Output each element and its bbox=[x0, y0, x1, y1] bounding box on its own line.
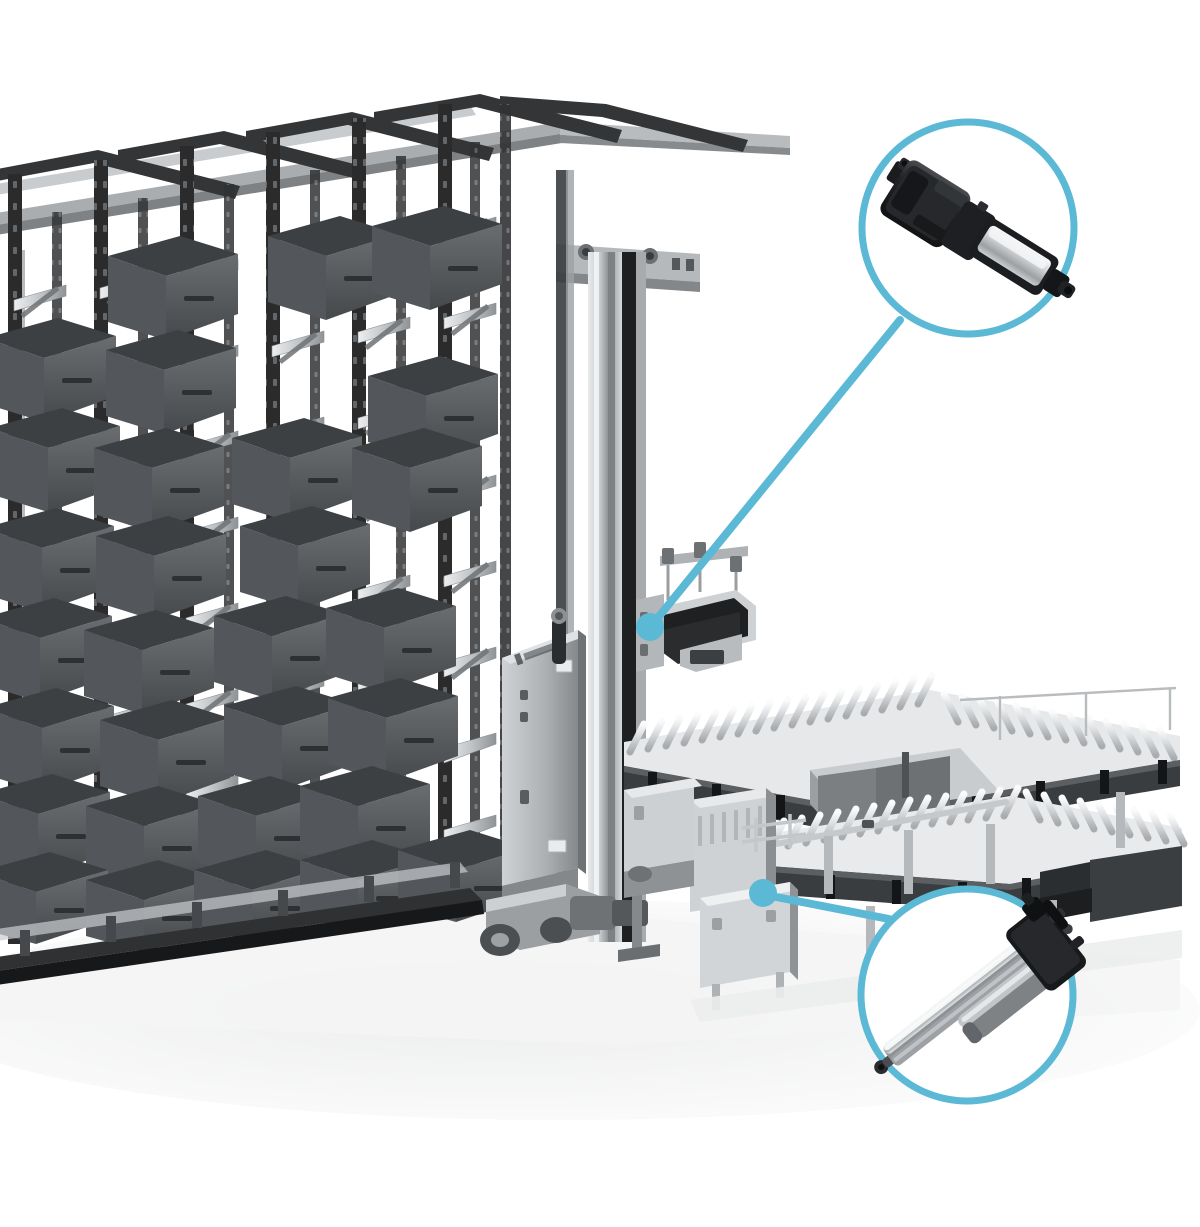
crane-control-cabinet bbox=[502, 630, 586, 912]
rack-base-rail bbox=[0, 862, 484, 985]
conveyor-crane-interface bbox=[624, 778, 702, 898]
storage-rack bbox=[0, 94, 790, 985]
callout-upper-leader bbox=[648, 316, 904, 629]
callout-lower[interactable] bbox=[846, 882, 1099, 1108]
crane-drive-unit bbox=[480, 884, 648, 956]
product-compact-linear-actuator bbox=[880, 157, 1076, 299]
load-handling-shuttle bbox=[636, 542, 756, 672]
callout-upper-anchor-dot bbox=[636, 613, 664, 641]
callout-lower-leader bbox=[762, 891, 893, 923]
callout-leaders bbox=[636, 316, 904, 923]
callout-lower-anchor-dot bbox=[749, 879, 777, 907]
conveyor-lane-upper bbox=[624, 672, 1180, 838]
rack-bins bbox=[0, 206, 528, 952]
conveyor-right-chute bbox=[1040, 846, 1182, 922]
callout-lower-circle bbox=[857, 885, 1077, 1105]
callout-upper-circle bbox=[858, 118, 1078, 338]
product-rod-linear-actuator bbox=[874, 892, 1086, 1075]
callout-upper[interactable] bbox=[858, 118, 1089, 338]
